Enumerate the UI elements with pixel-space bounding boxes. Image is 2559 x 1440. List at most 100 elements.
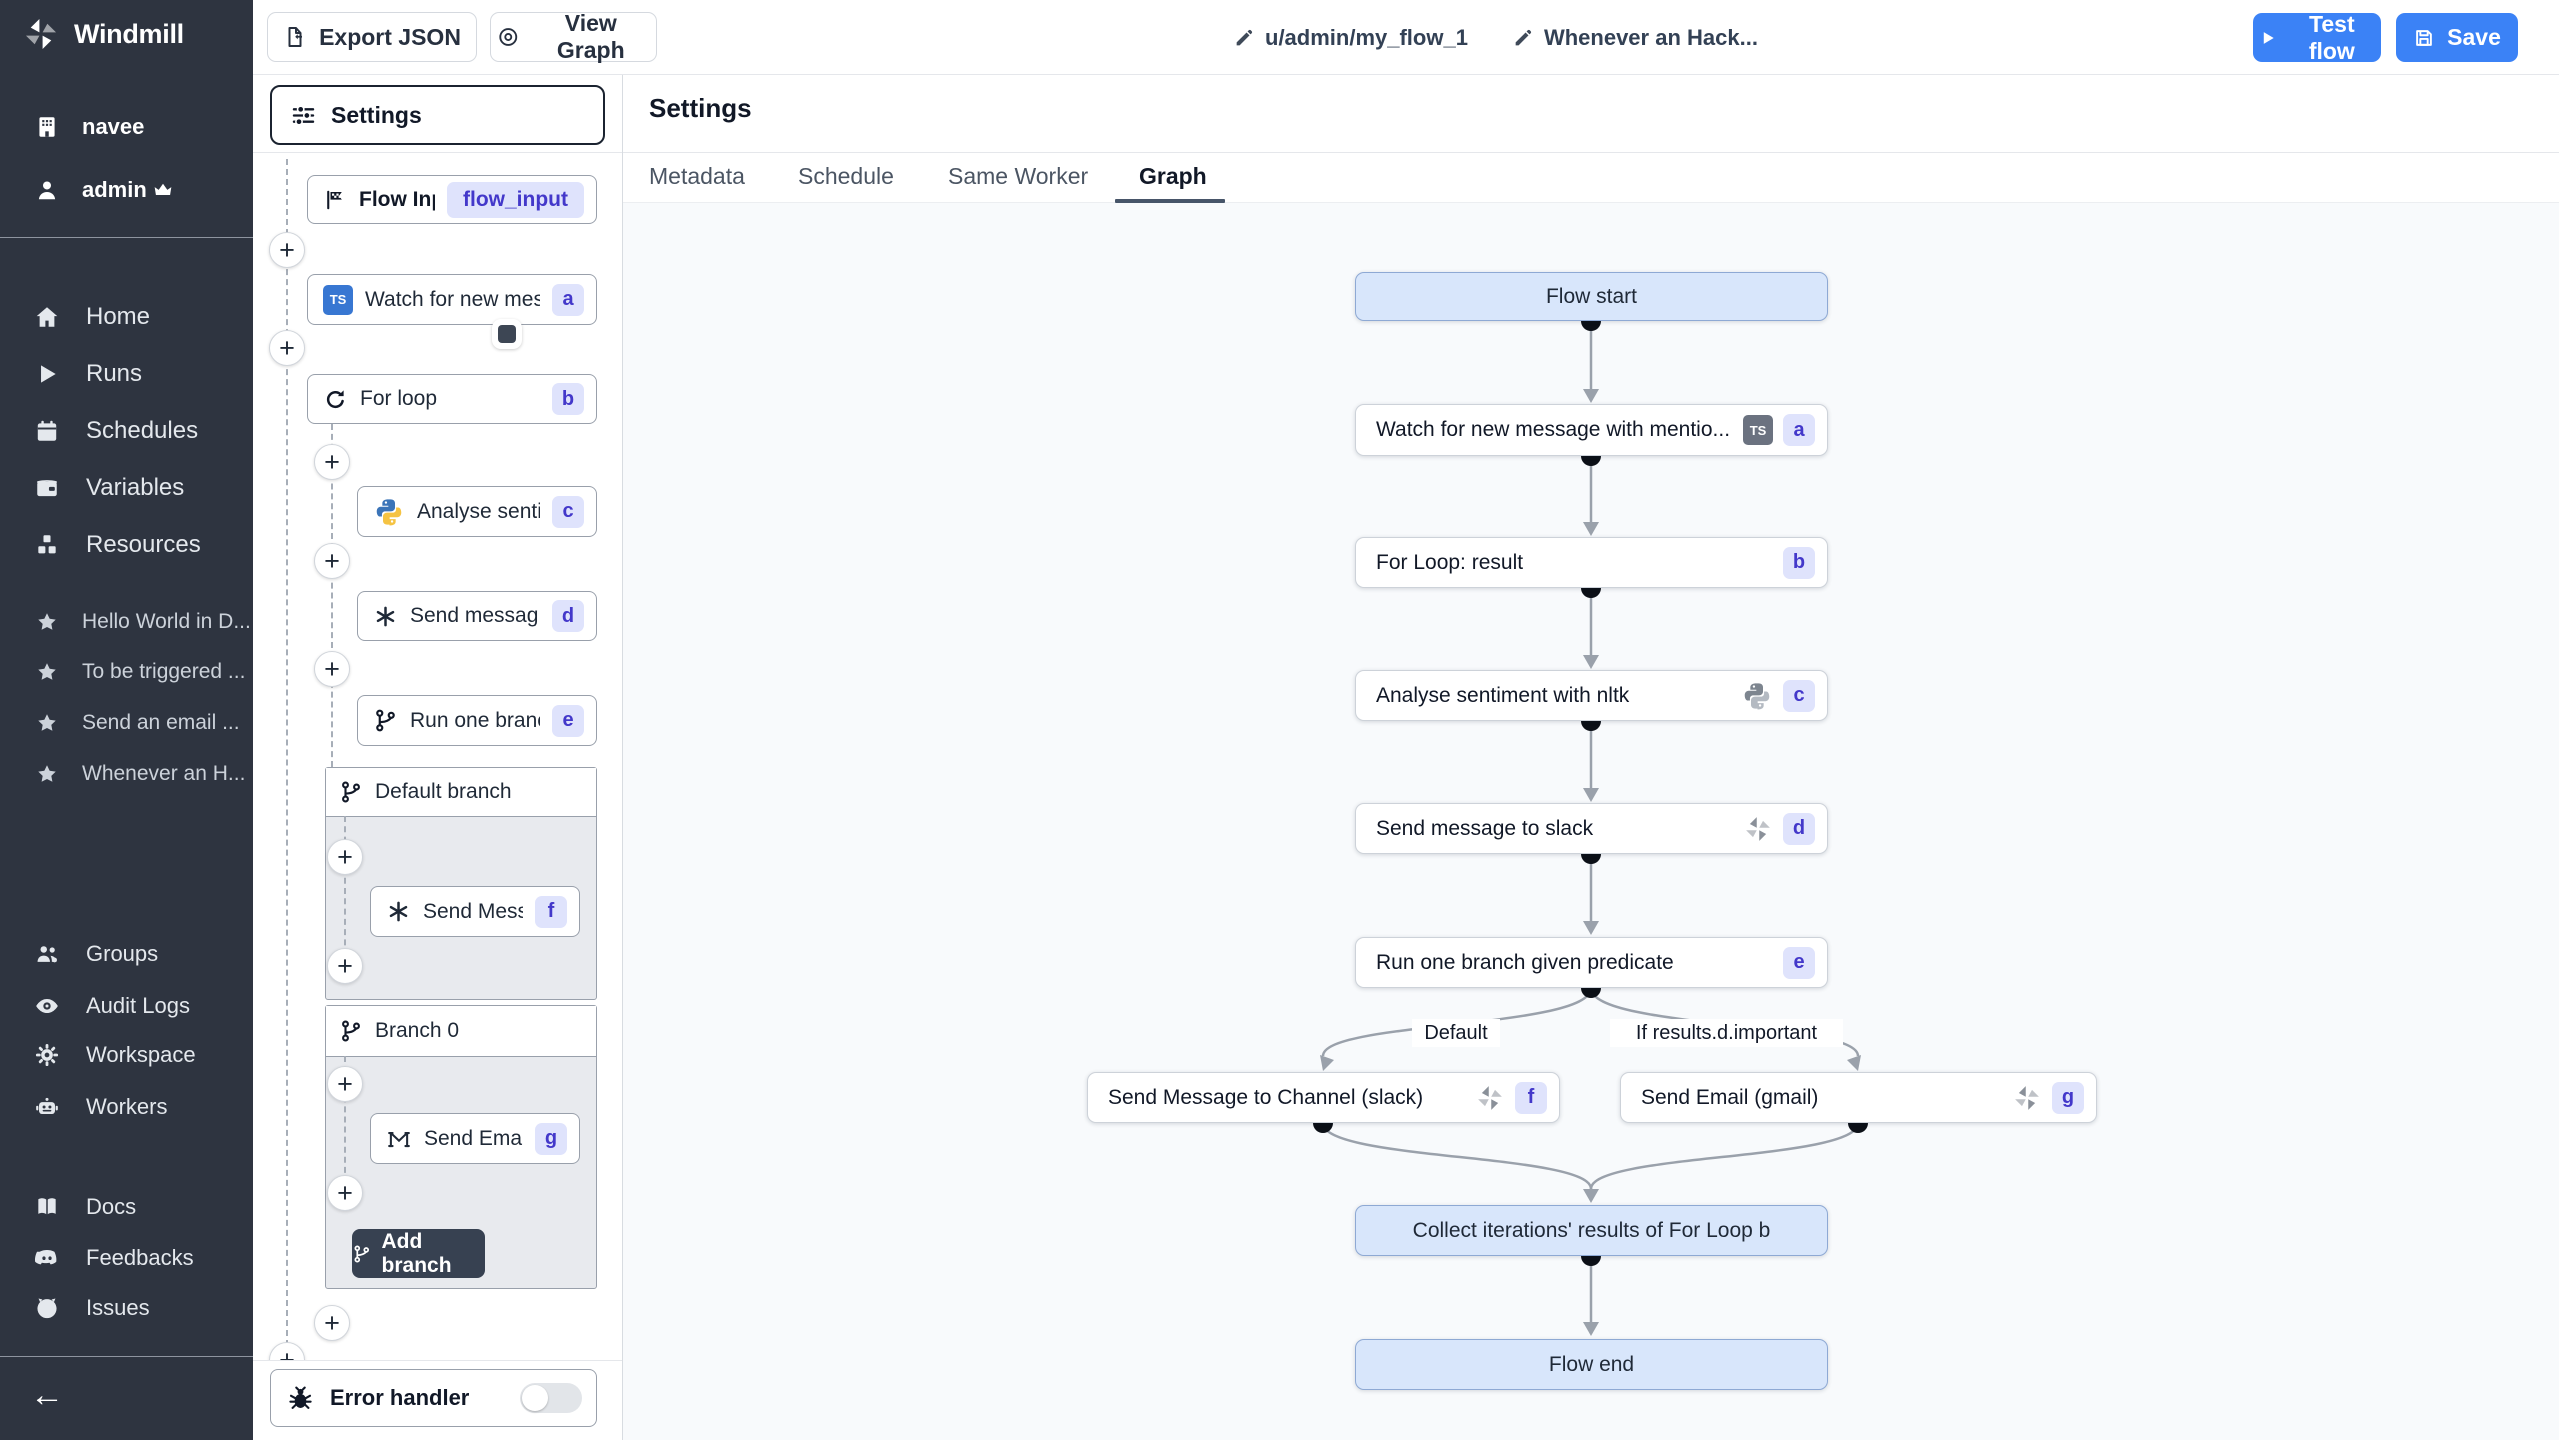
sidebar-item-label: Schedules bbox=[86, 417, 199, 444]
step-send-message-f[interactable]: Send Mess... f bbox=[370, 886, 580, 937]
step-analyse-sentiment[interactable]: Analyse senti... c bbox=[357, 486, 597, 537]
step-id-badge: f bbox=[535, 895, 567, 928]
person-icon bbox=[34, 177, 60, 203]
sidebar-item-label: Workspace bbox=[86, 1042, 196, 1067]
step-run-one-branch[interactable]: Run one branch e bbox=[357, 695, 597, 746]
tab-schedule[interactable]: Schedule bbox=[798, 162, 894, 189]
branch-header-0[interactable]: Branch 0 bbox=[326, 1006, 596, 1057]
pencil-icon bbox=[1512, 27, 1534, 49]
node-flow-start[interactable]: Flow start bbox=[1355, 272, 1828, 321]
node-flow-end[interactable]: Flow end bbox=[1355, 1339, 1828, 1390]
node-label: Send Email (gmail) bbox=[1641, 1085, 1819, 1109]
node-watch[interactable]: Watch for new message with mentio... TS … bbox=[1355, 404, 1828, 456]
sidebar-divider bbox=[0, 237, 253, 238]
flow-graph-canvas[interactable]: Flow start Watch for new message with me… bbox=[623, 203, 2559, 1440]
test-flow-button[interactable]: Test flow bbox=[2253, 10, 2381, 64]
collapse-sidebar-button[interactable]: ← bbox=[30, 1376, 64, 1414]
branch-label: Branch 0 bbox=[375, 1019, 460, 1042]
node-run-one-branch[interactable]: Run one branch given predicate e bbox=[1355, 937, 1828, 988]
workspace-selector[interactable]: navee bbox=[0, 103, 253, 151]
add-step-button[interactable]: + bbox=[314, 651, 350, 687]
step-id-badge: a bbox=[552, 283, 584, 316]
add-step-button[interactable]: + bbox=[314, 444, 350, 480]
sidebar-item-workers[interactable]: Workers bbox=[0, 1083, 253, 1131]
sidebar-item-label: Feedbacks bbox=[86, 1245, 194, 1270]
node-send-email[interactable]: Send Email (gmail) g bbox=[1620, 1072, 2097, 1123]
sidebar-item-feedbacks[interactable]: Feedbacks bbox=[0, 1234, 253, 1282]
node-id-badge: e bbox=[1783, 946, 1815, 979]
add-step-button[interactable]: + bbox=[269, 232, 305, 268]
add-step-button[interactable]: + bbox=[314, 543, 350, 579]
favorite-item[interactable]: To be triggered ... bbox=[0, 648, 253, 696]
gear-icon bbox=[34, 1042, 60, 1068]
active-tab-underline bbox=[1115, 199, 1225, 203]
node-send-slack[interactable]: Send message to slack d bbox=[1355, 803, 1828, 854]
branch-header-default[interactable]: Default branch bbox=[326, 768, 596, 817]
add-step-button[interactable]: + bbox=[327, 948, 363, 984]
sidebar-item-groups[interactable]: Groups bbox=[0, 930, 253, 978]
sidebar-item-issues[interactable]: Issues bbox=[0, 1284, 253, 1332]
favorite-label: Hello World in D... bbox=[82, 610, 251, 633]
sidebar-item-label: Variables bbox=[86, 474, 185, 501]
sidebar-item-variables[interactable]: Variables bbox=[0, 464, 253, 512]
add-step-button[interactable]: + bbox=[327, 1066, 363, 1102]
toggle-knob bbox=[522, 1385, 548, 1411]
branch-icon bbox=[373, 708, 398, 733]
favorite-label: To be triggered ... bbox=[82, 660, 246, 683]
add-step-button[interactable]: + bbox=[327, 1175, 363, 1211]
add-step-button[interactable]: + bbox=[269, 330, 305, 366]
add-step-button[interactable]: + bbox=[327, 839, 363, 875]
node-send-channel[interactable]: Send Message to Channel (slack) f bbox=[1087, 1072, 1560, 1123]
test-flow-label: Test flow bbox=[2308, 10, 2355, 64]
windmill-logo-icon bbox=[22, 15, 60, 53]
star-icon bbox=[36, 611, 58, 633]
favorite-item[interactable]: Hello World in D... bbox=[0, 598, 253, 646]
step-label: For loop bbox=[360, 387, 438, 410]
add-branch-label: Add branch bbox=[381, 1229, 452, 1277]
sidebar-item-schedules[interactable]: Schedules bbox=[0, 407, 253, 455]
flow-name-edit[interactable]: Whenever an Hack... bbox=[1512, 25, 1758, 51]
step-send-email-g[interactable]: Send Emai... g bbox=[370, 1113, 580, 1164]
tab-metadata[interactable]: Metadata bbox=[649, 162, 745, 189]
add-step-button[interactable]: + bbox=[314, 1305, 350, 1341]
favorite-item[interactable]: Send an email ... bbox=[0, 699, 253, 747]
sidebar-item-home[interactable]: Home bbox=[0, 293, 253, 341]
step-label: Watch for new mes... bbox=[365, 287, 540, 311]
sidebar-item-label: Resources bbox=[86, 531, 201, 558]
favorite-item[interactable]: Whenever an H... bbox=[0, 750, 253, 798]
step-for-loop[interactable]: For loop b bbox=[307, 374, 597, 424]
export-json-button[interactable]: Export JSON bbox=[267, 12, 477, 62]
flow-path-edit[interactable]: u/admin/my_flow_1 bbox=[1233, 25, 1468, 51]
tab-graph[interactable]: Graph bbox=[1139, 162, 1207, 189]
tab-bar: Metadata Schedule Same Worker Graph bbox=[623, 152, 2559, 203]
windmill-icon bbox=[1475, 1083, 1505, 1113]
flow-settings-button[interactable]: Settings bbox=[270, 85, 605, 145]
user-menu[interactable]: admin bbox=[0, 166, 253, 214]
view-graph-button[interactable]: View Graph bbox=[490, 10, 657, 63]
sidebar-item-runs[interactable]: Runs bbox=[0, 350, 253, 398]
step-watch[interactable]: TS Watch for new mes... a bbox=[307, 274, 597, 325]
node-analyse-sentiment[interactable]: Analyse sentiment with nltk c bbox=[1355, 670, 1828, 721]
step-flow-input[interactable]: Flow Input flow_input bbox=[307, 175, 597, 224]
sidebar-item-resources[interactable]: Resources bbox=[0, 521, 253, 569]
breadcrumb: u/admin/my_flow_1 Whenever an Hack... bbox=[1233, 0, 1758, 75]
error-handler-row[interactable]: Error handler bbox=[270, 1369, 597, 1427]
save-button[interactable]: Save bbox=[2396, 13, 2518, 62]
add-branch-button[interactable]: Add branch bbox=[352, 1229, 485, 1278]
node-for-loop[interactable]: For Loop: result b bbox=[1355, 537, 1828, 588]
error-handler-toggle[interactable] bbox=[520, 1383, 582, 1413]
checkered-flag-icon bbox=[323, 188, 347, 212]
settings-label: Settings bbox=[331, 101, 422, 128]
node-collect-results[interactable]: Collect iterations' results of For Loop … bbox=[1355, 1205, 1828, 1256]
logo[interactable]: Windmill bbox=[22, 15, 184, 53]
building-icon bbox=[34, 114, 60, 140]
sidebar-item-docs[interactable]: Docs bbox=[0, 1183, 253, 1231]
tab-same-worker[interactable]: Same Worker bbox=[948, 162, 1089, 189]
star-icon bbox=[36, 763, 58, 785]
step-id-badge: d bbox=[552, 600, 584, 632]
step-send-message-slack[interactable]: Send messag... d bbox=[357, 591, 597, 641]
sidebar-item-workspace[interactable]: Workspace bbox=[0, 1031, 253, 1079]
sidebar-item-audit-logs[interactable]: Audit Logs bbox=[0, 982, 253, 1030]
drag-handle[interactable] bbox=[498, 325, 516, 343]
branch-icon bbox=[352, 1243, 372, 1265]
